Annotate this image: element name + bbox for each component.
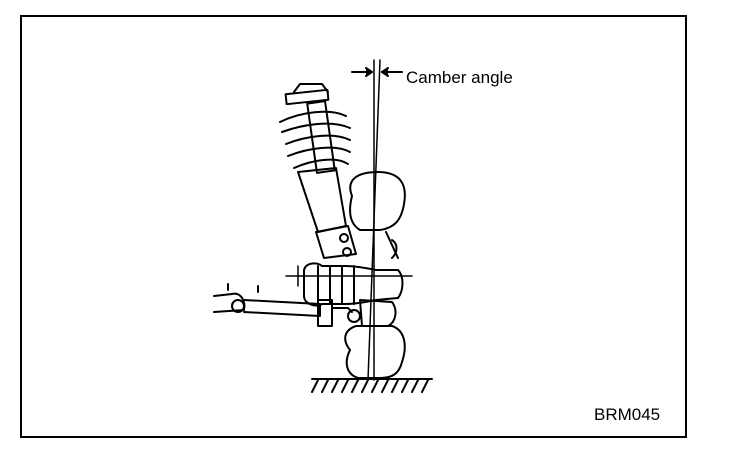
camber-angle-label: Camber angle xyxy=(406,68,513,87)
lower-control-arm xyxy=(213,283,361,327)
figure-frame xyxy=(20,15,687,438)
camber-angle-arrows xyxy=(351,67,403,77)
reference-lines xyxy=(285,59,413,381)
ground-hatch xyxy=(311,378,433,393)
wheel-outline xyxy=(344,171,406,379)
strut-assembly xyxy=(279,83,357,259)
figure-code: BRM045 xyxy=(594,405,661,424)
